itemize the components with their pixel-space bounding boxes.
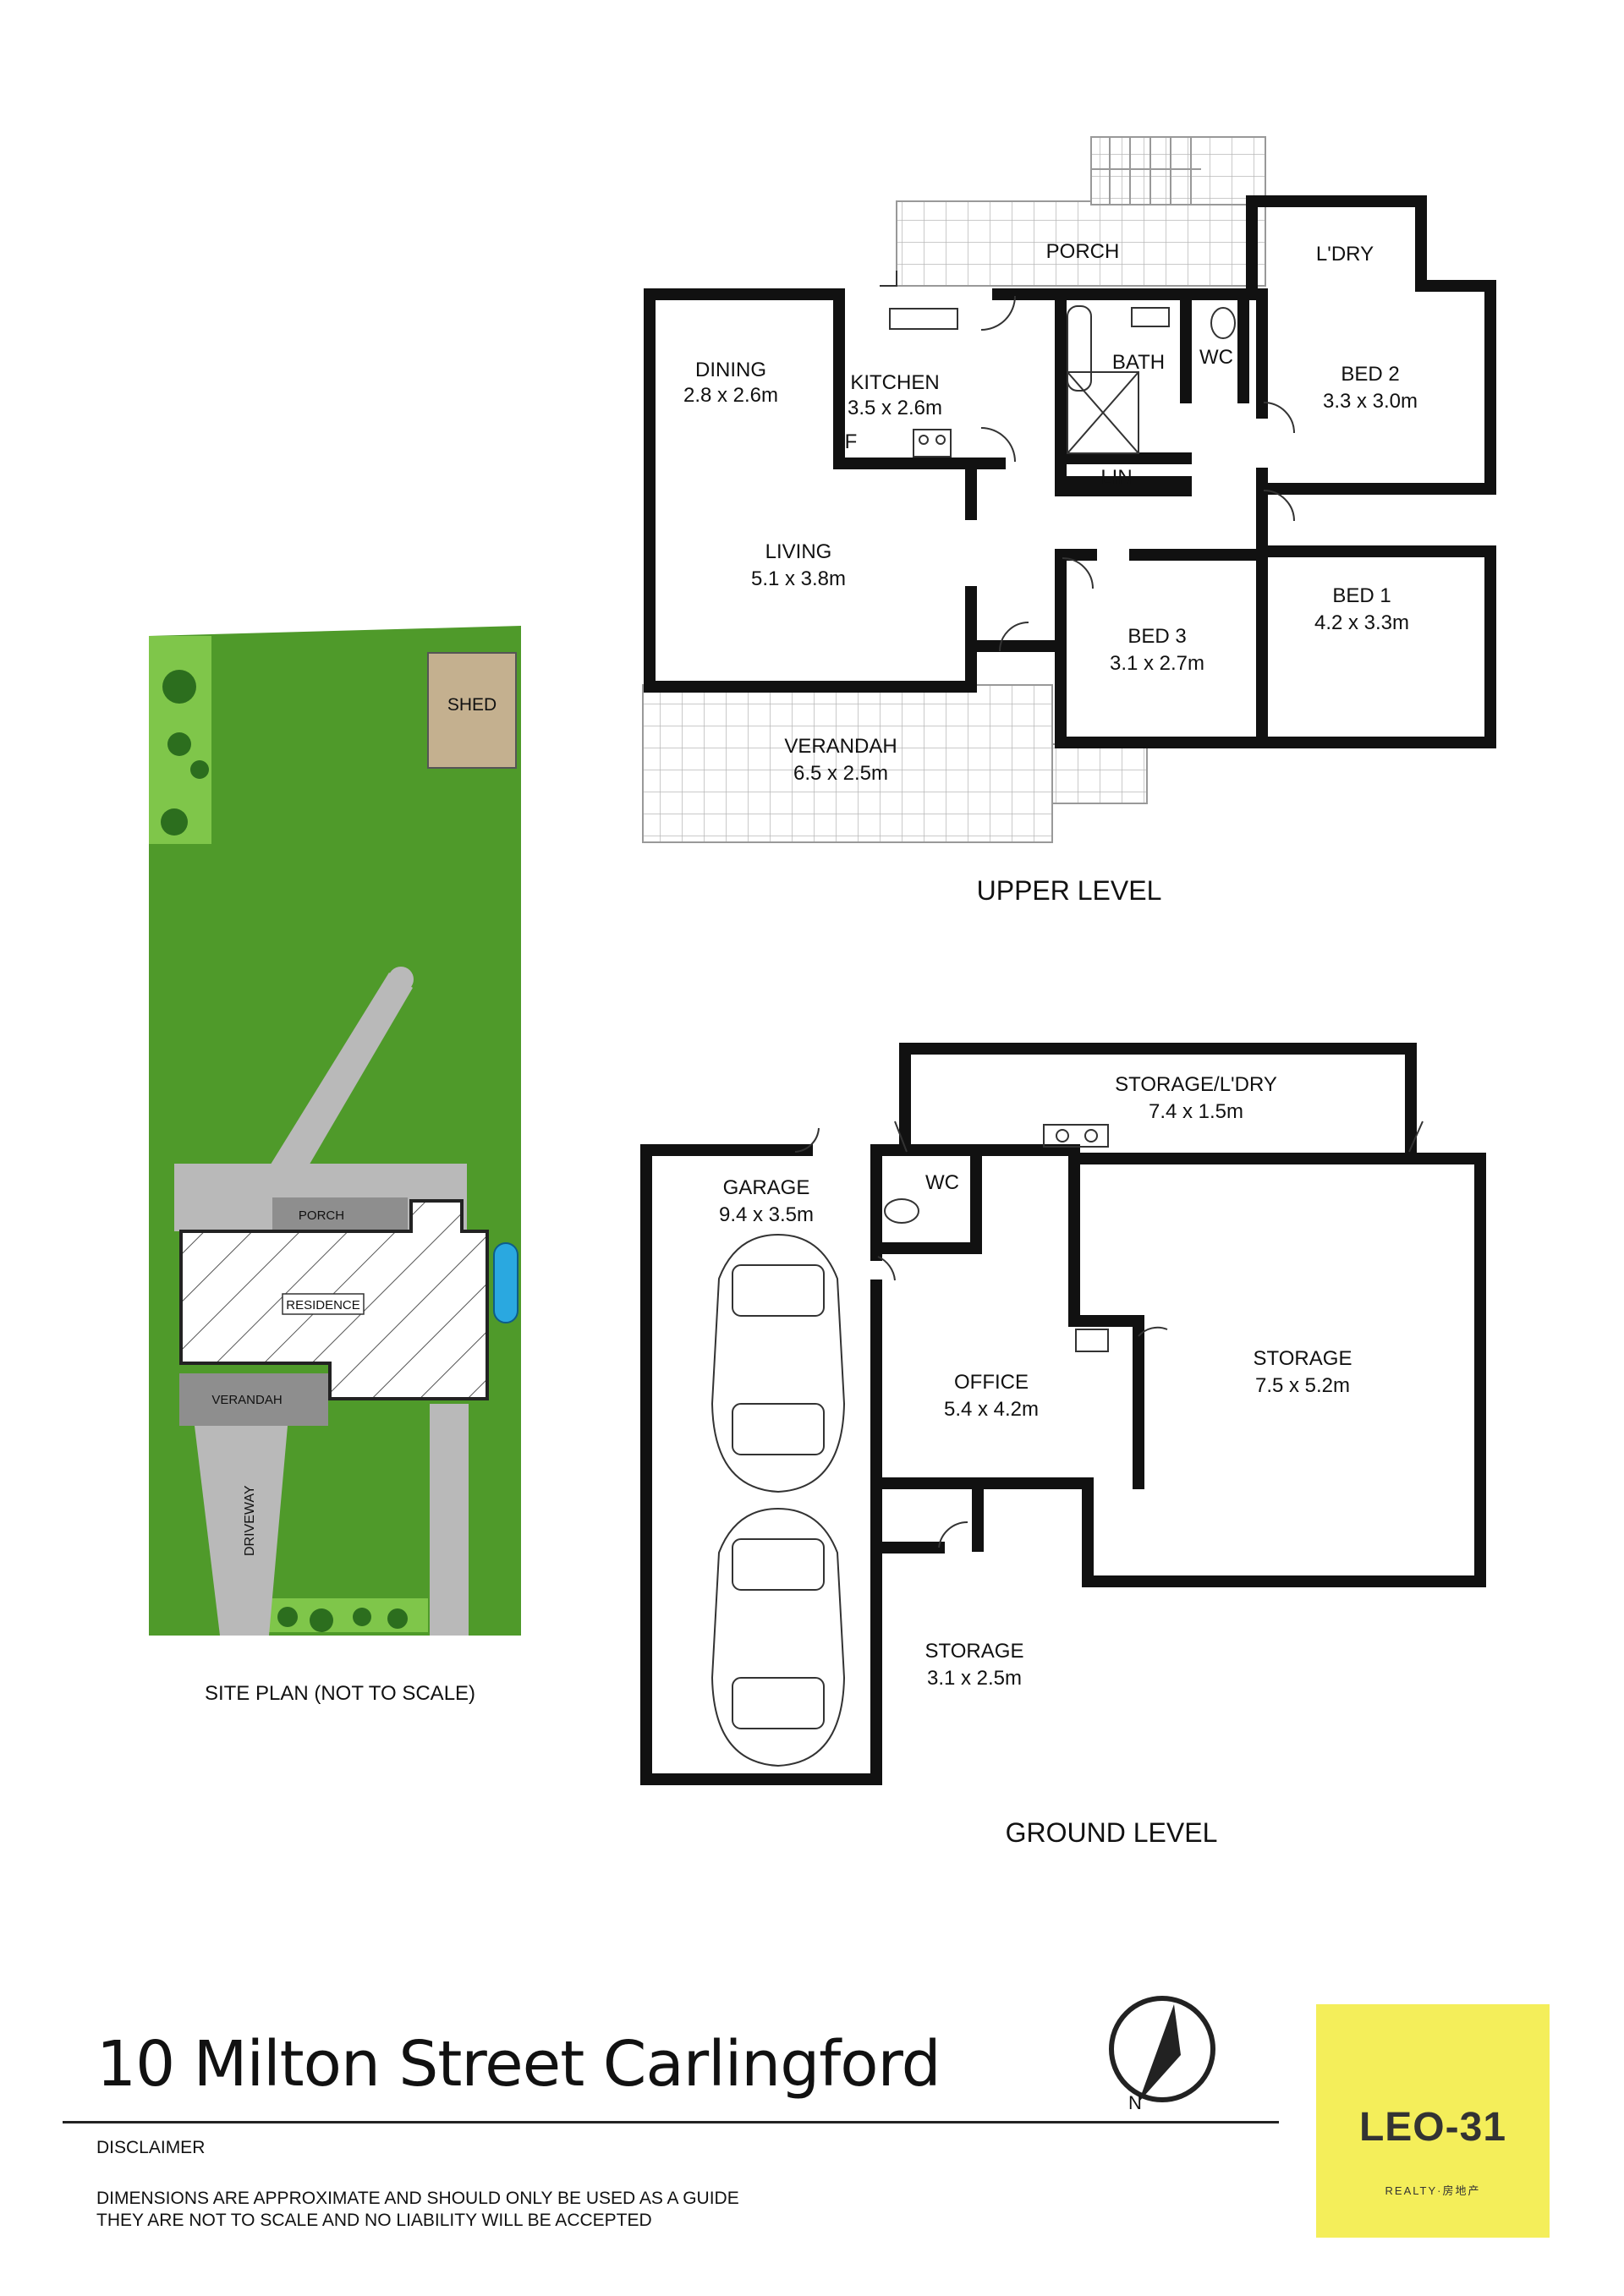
porch-tiles: [896, 200, 1266, 287]
ground-office-label: OFFICE: [954, 1371, 1029, 1394]
ground-storage-laundry-size: 7.4 x 1.5m: [1149, 1100, 1243, 1123]
porch-stairs: [1090, 136, 1266, 205]
upper-bed2-size: 3.3 x 3.0m: [1323, 390, 1418, 413]
upper-bed3-size: 3.1 x 2.7m: [1110, 652, 1204, 675]
upper-kitchen-label: KITCHEN: [850, 371, 939, 394]
site-driveway: [195, 1426, 288, 1636]
car-icon: [710, 1507, 846, 1767]
site-residence-label: RESIDENCE: [286, 1298, 360, 1312]
site-plan: SHED PORCH RESIDENCE VERANDAH DRIVEWAY S…: [149, 626, 521, 1705]
upper-bed1-size: 4.2 x 3.3m: [1314, 611, 1409, 634]
logo-subtext: REALTY·房地产: [1385, 2184, 1481, 2197]
verandah-stairs: [1051, 743, 1148, 804]
site-verandah-label: VERANDAH: [211, 1393, 282, 1407]
site-pool: [493, 1242, 518, 1323]
site-driveway-label: DRIVEWAY: [243, 1485, 257, 1556]
ground-storage-small-size: 3.1 x 2.5m: [927, 1667, 1022, 1690]
compass-letter: N: [1128, 2092, 1142, 2113]
upper-dining-label: DINING: [695, 359, 766, 381]
ground-office-size: 5.4 x 4.2m: [944, 1398, 1039, 1421]
shed-building: [427, 652, 517, 769]
ground-garage-label: GARAGE: [723, 1176, 810, 1199]
ground-storage-large-label: STORAGE: [1254, 1347, 1352, 1370]
upper-bath-label: BATH: [1112, 351, 1165, 374]
site-shed-label: SHED: [447, 695, 497, 715]
ground-garage-size: 9.4 x 3.5m: [719, 1203, 814, 1226]
property-address: 10 Milton Street Carlingford: [96, 2028, 941, 2101]
upper-level-heading: UPPER LEVEL: [977, 875, 1162, 906]
ground-storage-laundry-label: STORAGE/L'DRY: [1115, 1073, 1277, 1096]
upper-dining-size: 2.8 x 2.6m: [683, 384, 778, 407]
upper-verandah-label: VERANDAH: [784, 735, 897, 758]
upper-wc-label: WC: [1199, 346, 1233, 369]
site-plan-heading: SITE PLAN (NOT TO SCALE): [205, 1682, 475, 1705]
upper-living-size: 5.1 x 3.8m: [751, 567, 846, 590]
ground-storage-large-size: 7.5 x 5.2m: [1255, 1374, 1350, 1397]
site-verandah: [179, 1373, 328, 1426]
site-path: [269, 973, 413, 1167]
agency-logo: LEO-31 REALTY·房地产: [1316, 2004, 1550, 2238]
upper-bed3-label: BED 3: [1127, 625, 1186, 648]
disclaimer-line-2: THEY ARE NOT TO SCALE AND NO LIABILITY W…: [96, 2211, 652, 2230]
disclaimer-heading: DISCLAIMER: [96, 2138, 206, 2157]
upper-bed1-label: BED 1: [1332, 584, 1391, 607]
upper-laundry-label: L'DRY: [1316, 243, 1374, 266]
logo-text: LEO-31: [1358, 2105, 1507, 2150]
upper-kitchen-size: 3.5 x 2.6m: [848, 397, 942, 419]
disclaimer-line-1: DIMENSIONS ARE APPROXIMATE AND SHOULD ON…: [96, 2189, 739, 2208]
upper-bed2-label: BED 2: [1341, 363, 1399, 386]
car-icon: [710, 1233, 846, 1493]
north-arrow-icon: N: [1109, 1996, 1215, 2113]
site-porch-label: PORCH: [299, 1208, 344, 1223]
upper-lin-label: LIN: [1100, 466, 1132, 489]
upper-verandah-size: 6.5 x 2.5m: [793, 762, 888, 785]
ground-level-heading: GROUND LEVEL: [1006, 1817, 1218, 1848]
upper-fridge-label: F: [845, 430, 858, 453]
upper-living-label: LIVING: [765, 540, 832, 563]
ground-level-plan: STORAGE/L'DRY 7.4 x 1.5m GARAGE 9.4 x 3.…: [640, 1043, 1486, 1848]
upper-porch-label: PORCH: [1046, 240, 1120, 263]
footer-divider: [63, 2121, 1279, 2123]
ground-storage-small-label: STORAGE: [925, 1640, 1024, 1663]
site-porch: [272, 1197, 408, 1231]
upper-level-plan: PORCH L'DRY DINING 2.8 x 2.6m KITCHEN 3.…: [642, 136, 1496, 906]
ground-wc-label: WC: [925, 1171, 959, 1194]
